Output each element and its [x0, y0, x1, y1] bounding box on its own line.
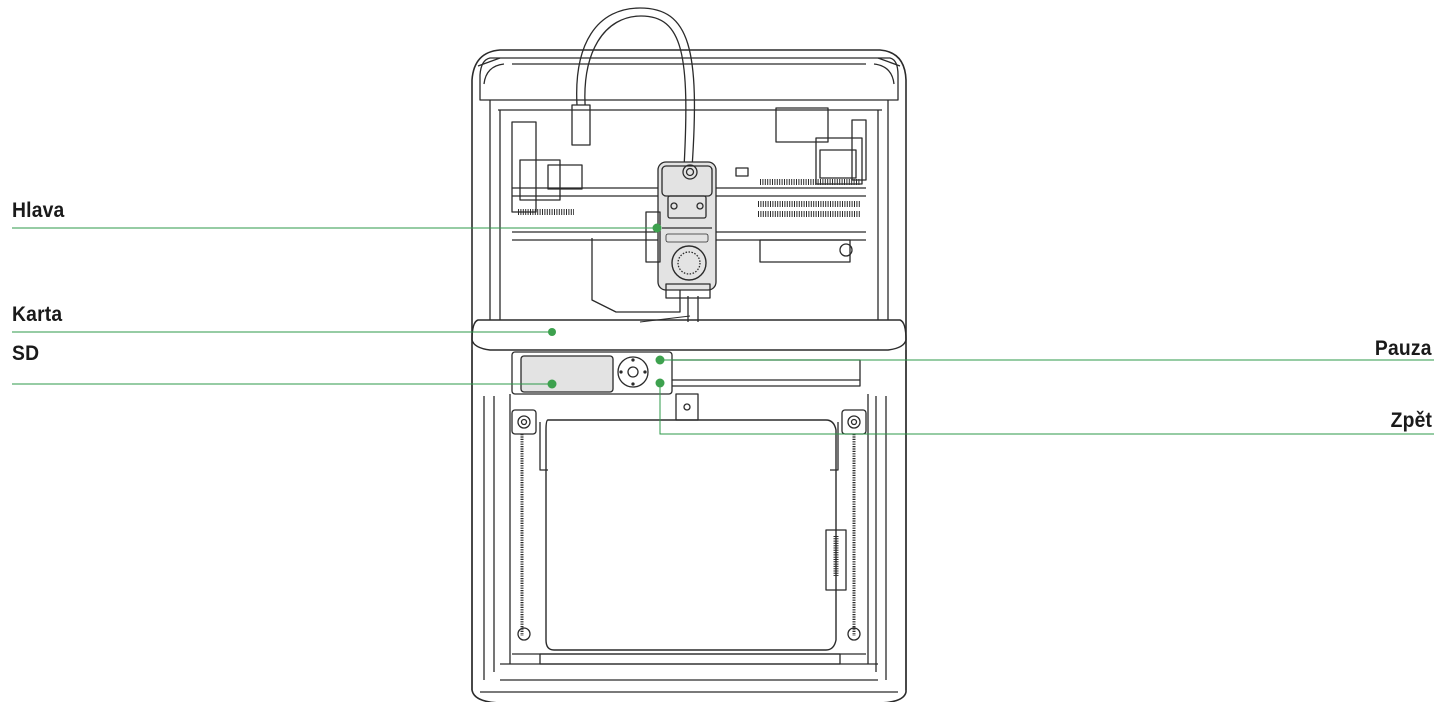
printer-frame: [471, 49, 907, 702]
lower-frame: [471, 350, 907, 693]
back-label: Zpět: [1390, 409, 1432, 432]
head-label: Hlava: [12, 199, 65, 222]
front-beam: [471, 315, 907, 351]
belt-texture: [518, 179, 860, 217]
sd-card-label-line1: Karta: [12, 303, 63, 326]
back-callout-dot: [655, 378, 665, 388]
pause-callout-dot: [655, 355, 665, 365]
callout-lines: [12, 223, 1434, 435]
sd-card-label-line2: SD: [12, 342, 40, 365]
back-callout-line: [659, 383, 1434, 435]
pause-label: Pauza: [1375, 337, 1432, 360]
build-plate: [539, 393, 847, 651]
filament-tube: [571, 7, 696, 169]
lead-screws: [511, 409, 867, 641]
control-panel: [511, 351, 861, 395]
print-head: [645, 161, 717, 299]
sd-card-slot-dot: [548, 328, 556, 336]
sd-card-panel-dot: [547, 379, 557, 389]
head-callout-dot: [652, 223, 662, 233]
